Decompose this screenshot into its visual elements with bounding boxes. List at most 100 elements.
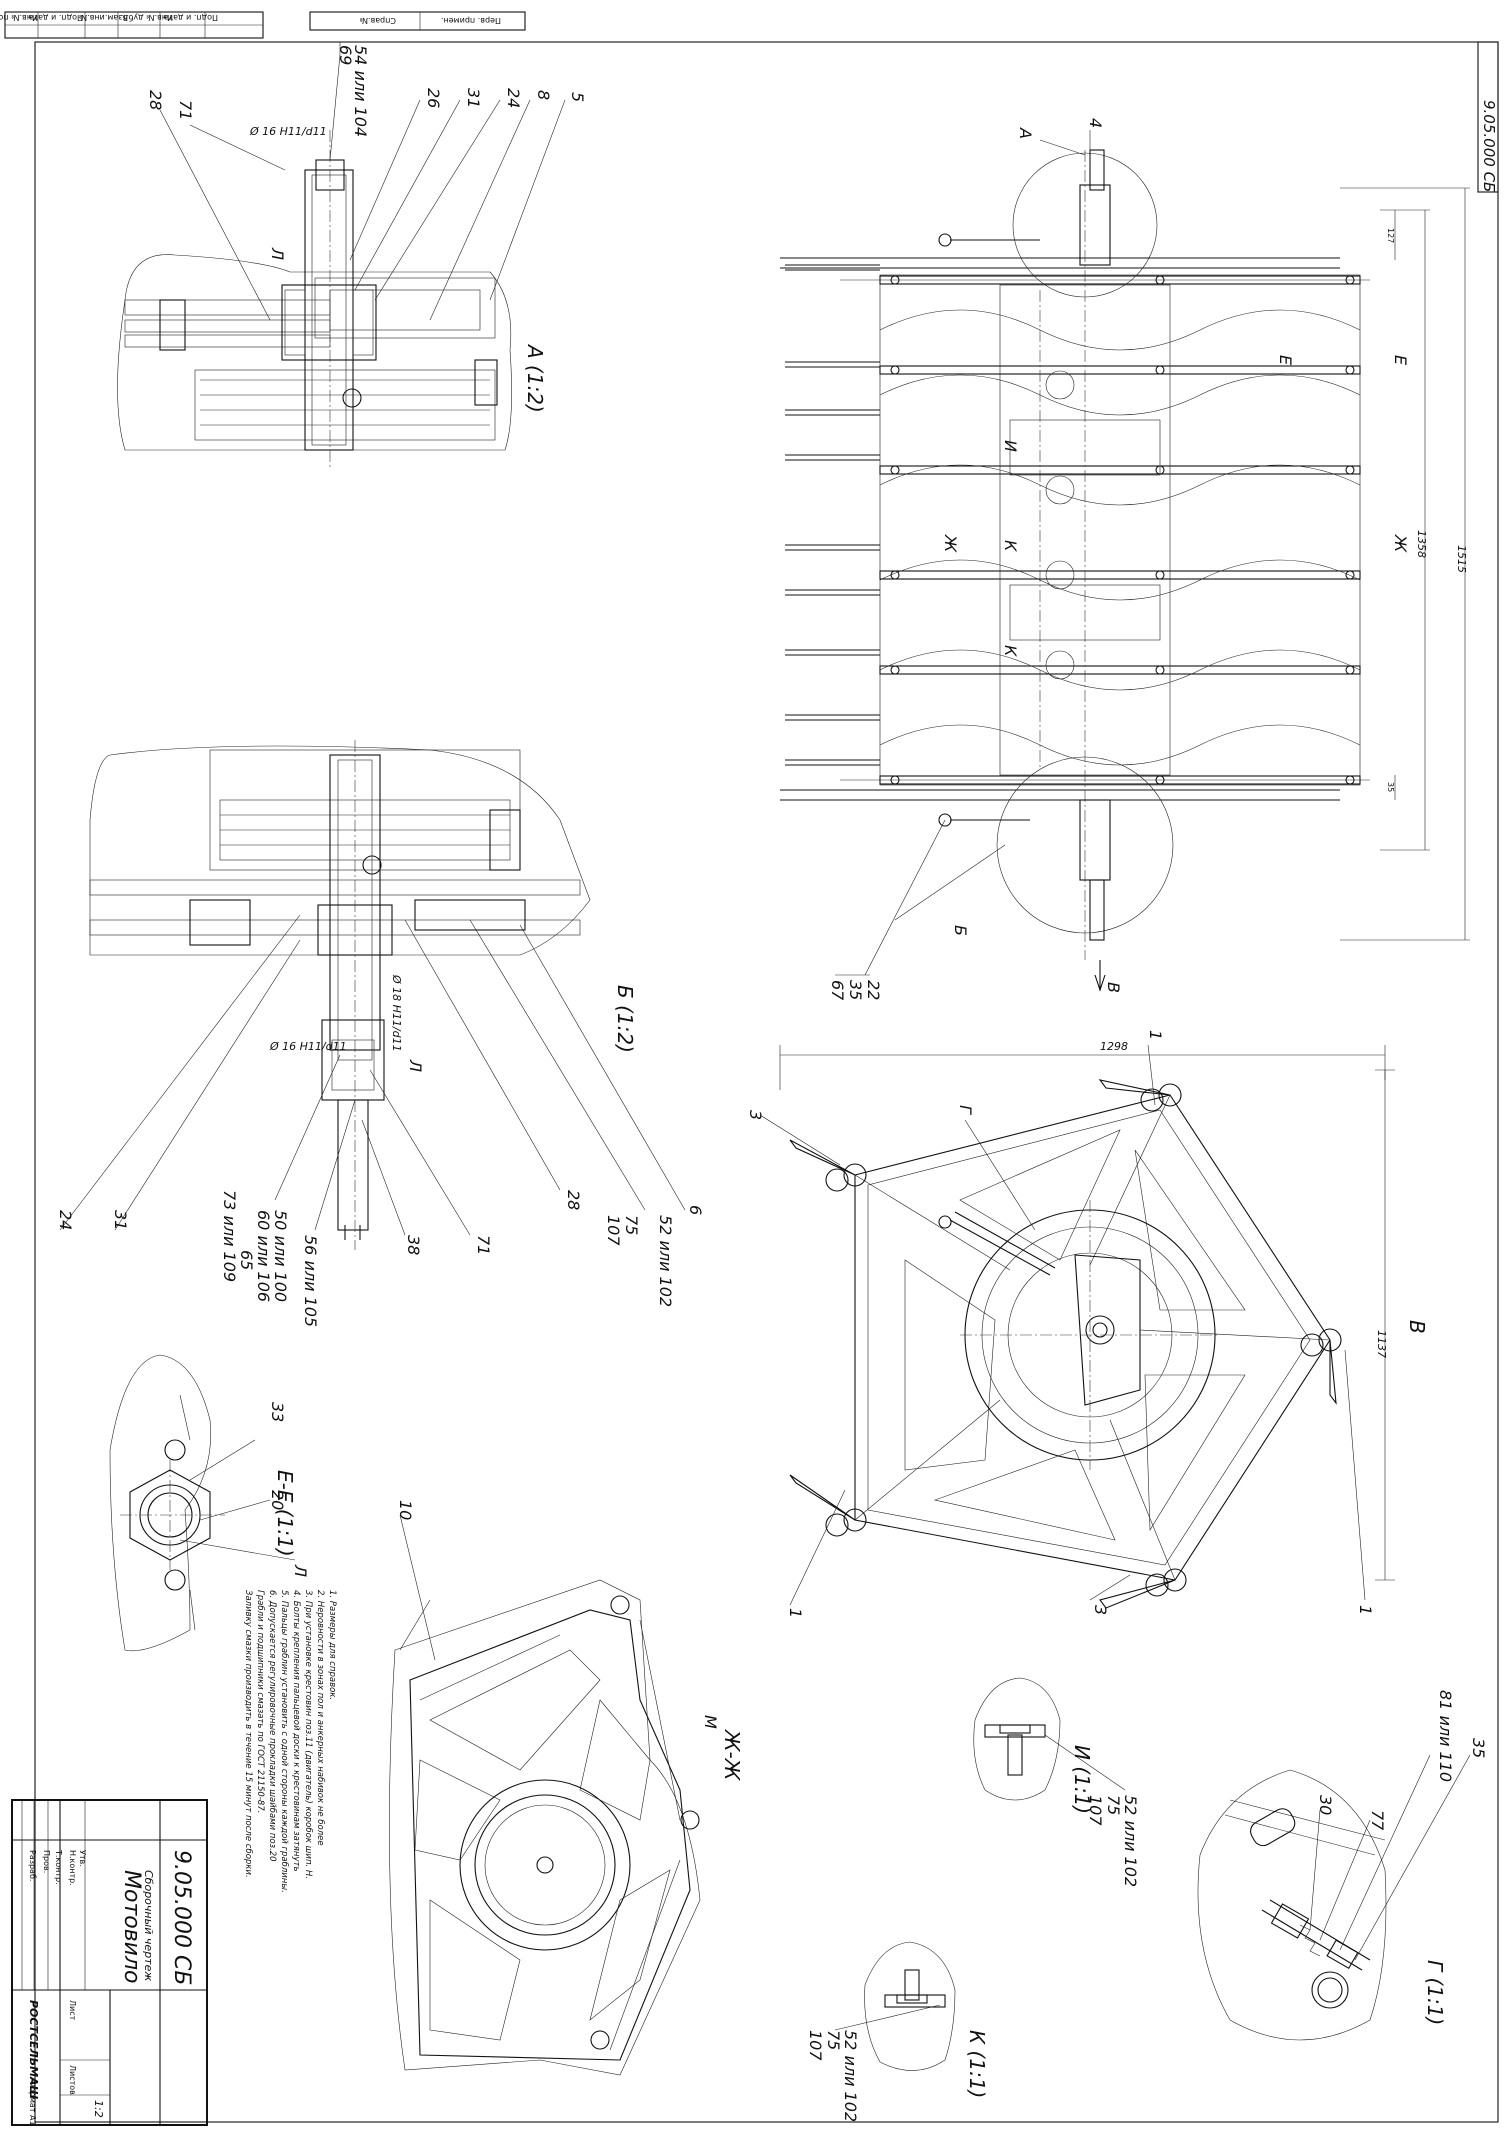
pivot-joint	[1300, 1333, 1324, 1357]
callout-b-31: 31	[111, 1210, 130, 1230]
cut-mark-k-main-1: К	[1001, 540, 1020, 552]
callout-b-60: 60 или 106	[254, 1210, 273, 1302]
stamp-podp-2: Подп. и дата	[163, 13, 218, 22]
callout-i-75: 75	[1104, 1795, 1123, 1815]
callout-a-71: 71	[176, 100, 195, 120]
pivot-arm	[789, 1139, 856, 1176]
bat-bolt	[1345, 465, 1355, 475]
cut-mark-l-b: Л	[406, 1059, 425, 1072]
callout-main-67: 67	[828, 980, 847, 1001]
cut-mark-i-main: И	[1001, 440, 1020, 452]
note-2: 2. Неровности в зонах пол и анкерных наб…	[315, 1590, 325, 1846]
bat-bolt	[1155, 775, 1165, 785]
cut-mark-b-main: Б	[951, 925, 970, 936]
cut-mark-m: М	[701, 1715, 720, 1729]
dim-inner-length: 1358	[1415, 530, 1428, 558]
dim-a-shaft16: Ø 16 H11/d11	[249, 125, 327, 138]
bat-bolt	[1155, 275, 1165, 285]
dim-width: 1298	[1100, 1040, 1128, 1053]
callout-b-6: 6	[686, 1205, 705, 1215]
dim-b-shaft16: Ø 16 H11/d11	[269, 1040, 347, 1053]
callout-b-38: 38	[404, 1235, 423, 1255]
tb-name: Мотовило	[119, 1870, 144, 1984]
pivot-joint	[843, 1508, 867, 1532]
note-4: 4. Болты крепления пальцевой доски к кре…	[291, 1590, 301, 1871]
note-5: 5. Пальцы граблин установить с одной сто…	[279, 1590, 289, 1893]
title-block: Разраб. Пров. Т.контр. Н.контр. Утв. 9.0…	[11, 1799, 208, 2126]
callout-g-35: 35	[1469, 1738, 1488, 1758]
view-k-detail: 52 или 102 75 107 К (1:1)	[806, 1941, 989, 2122]
tb-scale: 1:2	[92, 2100, 105, 2118]
callout-b-75: 75	[622, 1215, 641, 1235]
view-zh-section: 10 М Ж-Ж	[389, 1500, 744, 2076]
bat-bolt	[890, 775, 900, 785]
bat-bolt	[1345, 365, 1355, 375]
reel-tines	[785, 264, 880, 766]
bat-bolt	[890, 465, 900, 475]
bat-bolt	[890, 665, 900, 675]
callout-i-52: 52 или 102	[1121, 1795, 1140, 1887]
callout-a-31: 31	[464, 88, 483, 108]
stamp-vzam: Взам.инв.№	[78, 13, 128, 22]
callout-a-26: 26	[424, 88, 443, 108]
stamp-perv: Перв. примен.	[441, 16, 501, 25]
cut-mark-k-main-2: К	[1001, 645, 1020, 657]
view-g-detail: 81 или 110 35 77 30 Г (1:1)	[1197, 1690, 1488, 2041]
tb-designation: 9.05.000 СБ	[169, 1850, 194, 1985]
tb-role-razrab: Разраб.	[28, 1850, 37, 1881]
view-i-detail: 52 или 102 75 107 И (1:1)	[973, 1677, 1140, 1887]
cut-mark-e-2: Е	[1391, 355, 1410, 366]
pivot-joint	[843, 1163, 867, 1187]
tb-role-prov: Пров.	[42, 1850, 51, 1873]
main-view-reel: 1515 1358 127 35 А 4 Б 22 35 67 В Е Е Ж …	[780, 118, 1470, 1001]
pivot-joint	[1158, 1083, 1182, 1107]
bat-bolt	[1345, 570, 1355, 580]
view-label-ee: Е-Е (1:1)	[273, 1470, 297, 1557]
callout-b-28: 28	[564, 1190, 583, 1210]
stamp-podp-1: Подп. и дата	[28, 13, 83, 22]
callout-a-24: 24	[504, 88, 523, 108]
view-ee-section: 33 20 Л Е-Е (1:1)	[109, 1354, 310, 1652]
cut-mark-g: Г	[956, 1105, 975, 1115]
reel-bat	[879, 775, 1361, 785]
note-8: Заливку смазки производить в течение 15 …	[243, 1590, 253, 1878]
stamp-inv-dubl: Инв.№ дубл.	[121, 13, 173, 22]
callout-b-71: 71	[474, 1235, 493, 1255]
pivot-arm	[789, 1474, 856, 1521]
arrow-v-main: В	[1104, 982, 1123, 993]
callout-b-56: 56 или 105	[301, 1235, 320, 1327]
stamp-sprav: Справ.№	[359, 16, 396, 25]
dim-overall-length: 1515	[1455, 545, 1468, 573]
view-label-k: К (1:1)	[965, 2030, 989, 2098]
sheet-frame	[34, 41, 1499, 2123]
bat-bolt	[1345, 775, 1355, 785]
cut-mark-zh-2: Ж	[1391, 534, 1410, 553]
note-1: 1. Размеры для справок.	[327, 1590, 337, 1700]
callout-a-8: 8	[534, 90, 553, 100]
bat-bolt	[1345, 275, 1355, 285]
callout-k-52: 52 или 102	[841, 2030, 860, 2122]
view-label-a: А (1:2)	[523, 343, 547, 413]
view-label-g: Г (1:1)	[1423, 1960, 1447, 2025]
pivot-arm	[1099, 1579, 1176, 1609]
pivot-joint	[1145, 1573, 1169, 1597]
callout-b-107: 107	[604, 1215, 623, 1246]
reel-bat	[879, 275, 1361, 285]
callout-main-1-right: 1	[1356, 1605, 1375, 1615]
dim-height: 1137	[1375, 1330, 1388, 1358]
bat-bolt	[1155, 365, 1165, 375]
pivot-joint	[1140, 1088, 1164, 1112]
callout-main-1-left: 1	[786, 1608, 805, 1618]
callout-b-65: 65	[237, 1250, 256, 1270]
cut-mark-l-a: Л	[268, 247, 287, 260]
callout-b-52: 52 или 102	[656, 1215, 675, 1307]
callout-zh-10: 10	[396, 1500, 415, 1520]
callout-ee-20: 20	[268, 1490, 287, 1510]
reel-bat	[879, 570, 1361, 580]
pivot-joint	[825, 1168, 849, 1192]
pivot-arm	[1329, 1339, 1337, 1405]
callout-main-1-top: 1	[1146, 1030, 1165, 1040]
callout-a-28: 28	[146, 90, 165, 110]
bat-bolt	[890, 275, 900, 285]
